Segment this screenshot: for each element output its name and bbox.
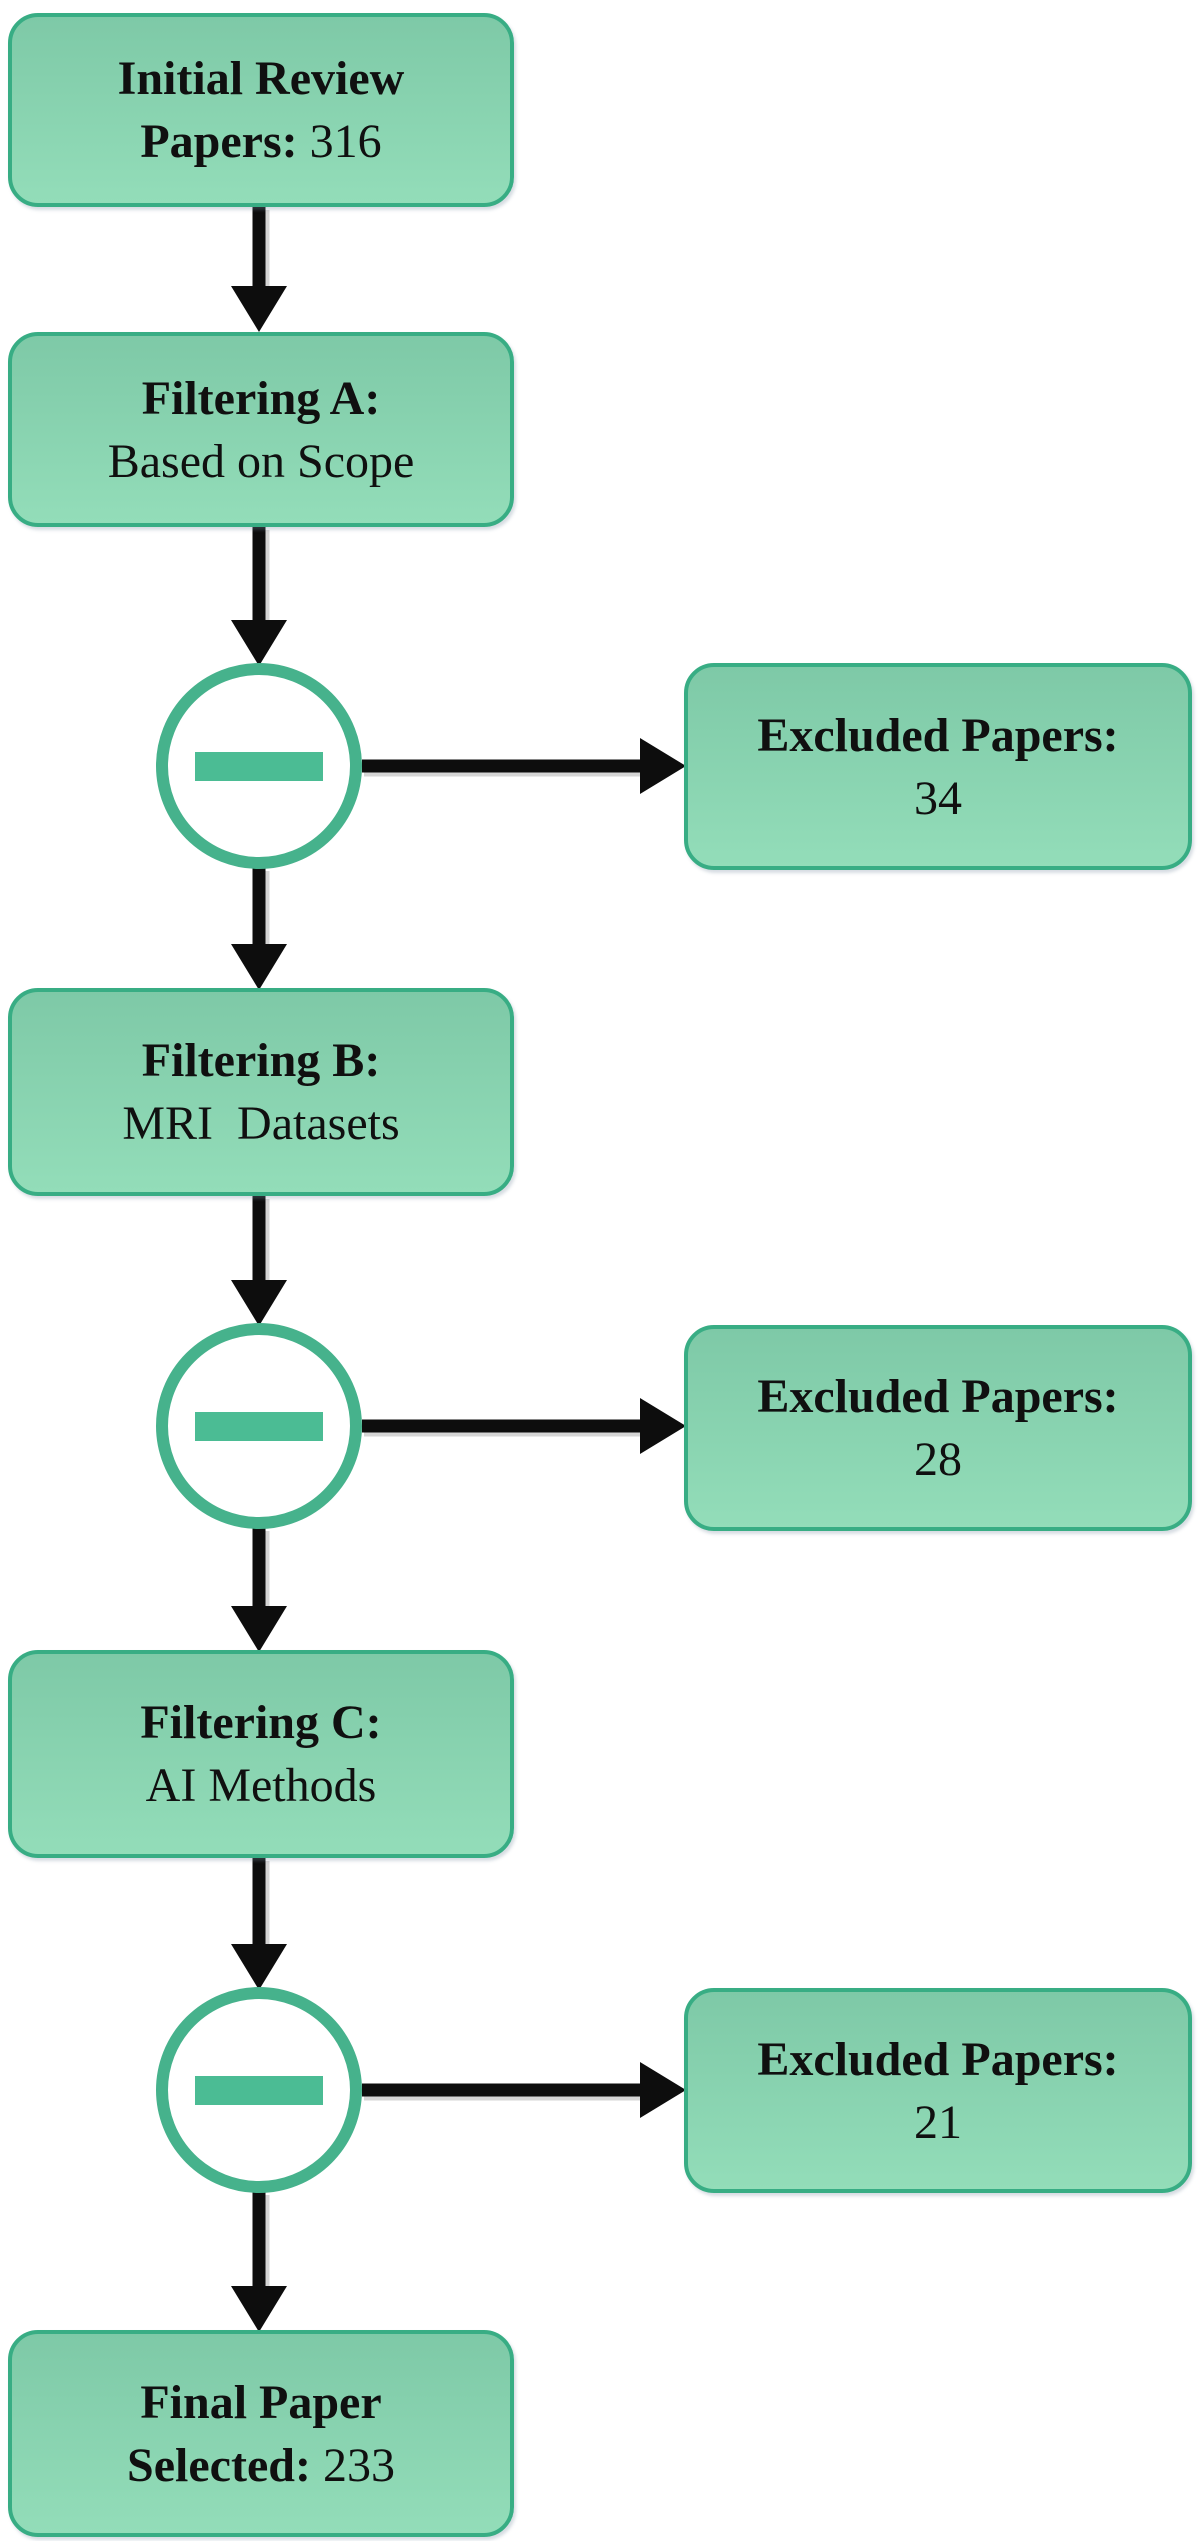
- minus-circle-2: [156, 1323, 362, 1529]
- minus-circle-3: [156, 1987, 362, 2193]
- node-filtering-a: Filtering A: Based on Scope: [8, 332, 514, 527]
- node-excluded-1: Excluded Papers: 34: [684, 663, 1192, 870]
- arrow-down-5: [231, 1528, 287, 1652]
- excluded-count: 21: [914, 2095, 962, 2149]
- excluded-title: Excluded Papers:: [757, 2032, 1119, 2086]
- arrow-down-4: [231, 1196, 287, 1326]
- node-title: Filtering A:: [141, 371, 381, 425]
- minus-icon: [195, 751, 323, 781]
- node-excluded-3: Excluded Papers: 21: [684, 1988, 1192, 2193]
- node-final-selected: Final Paper Selected: 233: [8, 2330, 514, 2537]
- node-subtitle: MRI Datasets: [122, 1097, 400, 1150]
- excluded-count: 28: [914, 1433, 962, 1486]
- excluded-title: Excluded Papers:: [757, 708, 1119, 762]
- node-initial-review: Initial Review Papers: 316: [8, 13, 514, 207]
- excluded-count: 34: [914, 771, 962, 825]
- minus-circle-1: [156, 663, 362, 869]
- node-filtering-c: Filtering C: AI Methods: [8, 1650, 514, 1858]
- arrow-down-6: [231, 1858, 287, 1990]
- excluded-title: Excluded Papers:: [757, 1370, 1119, 1423]
- node-subtitle: AI Methods: [145, 1759, 377, 1812]
- node-subtitle: Based on Scope: [107, 434, 415, 488]
- node-subtitle: Selected: 233: [127, 2434, 395, 2497]
- node-subtitle-value: 316: [309, 115, 382, 168]
- arrow-down-7: [231, 2192, 287, 2332]
- node-subtitle-label: Selected:: [127, 2438, 311, 2492]
- arrow-down-2: [231, 527, 287, 666]
- minus-icon: [195, 1411, 323, 1441]
- node-subtitle-label: Papers:: [140, 115, 298, 168]
- arrow-down-3: [231, 868, 287, 990]
- node-subtitle: Papers: 316: [140, 110, 381, 173]
- node-title: Initial Review: [117, 52, 405, 105]
- node-filtering-b: Filtering B: MRI Datasets: [8, 988, 514, 1196]
- node-excluded-2: Excluded Papers: 28: [684, 1325, 1192, 1531]
- minus-icon: [195, 2075, 323, 2105]
- node-title: Filtering B:: [141, 1034, 381, 1087]
- node-title: Final Paper: [140, 2375, 382, 2429]
- arrow-right-3: [362, 2062, 686, 2118]
- arrow-right-1: [362, 738, 686, 794]
- node-subtitle-value: 233: [322, 2438, 395, 2492]
- arrow-down-1: [231, 207, 287, 332]
- node-title: Filtering C:: [140, 1696, 382, 1749]
- arrow-right-2: [362, 1398, 686, 1454]
